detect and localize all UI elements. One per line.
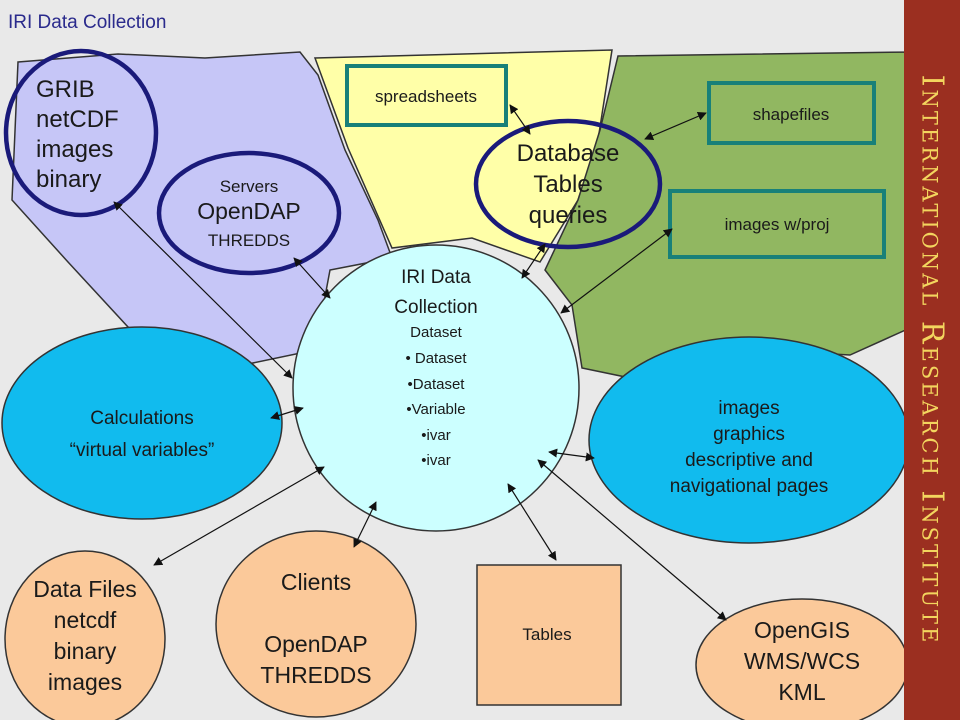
arrow-database-center [521, 243, 546, 279]
data-files-label-line: Data Files [33, 576, 137, 602]
clients-label-line: THREDDS [260, 662, 371, 688]
arrow-datafiles-center [153, 466, 325, 566]
center-label-line: Dataset [410, 324, 463, 341]
arrow-tables-center [507, 483, 557, 561]
shapefiles-label: shapefiles [753, 105, 830, 124]
arrow-opengis-center [537, 459, 727, 621]
clients-ellipse[interactable] [215, 530, 417, 718]
data-files-label: Data Files netcdf binary images [33, 576, 137, 695]
center-label-line: IRI Data [401, 267, 471, 288]
servers-label-line: Servers [220, 177, 279, 196]
institute-name: International Research Institute [914, 74, 950, 646]
arrow-outputs-center [548, 448, 595, 462]
calculations-label-line: Calculations [90, 408, 194, 429]
formats-label-line: images [36, 136, 113, 163]
institute-sidebar: International Research Institute [904, 0, 960, 720]
opengis-ellipse[interactable] [695, 598, 904, 720]
arrow-servers-center [293, 257, 331, 299]
data-files-ellipse[interactable] [4, 550, 166, 720]
database-label-line: Database [517, 140, 620, 167]
formats-outline[interactable] [3, 48, 159, 218]
opengis-label-line: KML [778, 679, 826, 705]
arrow-shapefiles-database [644, 112, 707, 140]
arrow-spreadsheets-database [509, 104, 531, 135]
outputs-label: images graphics descriptive and navigationa… [670, 398, 828, 497]
formats-label: GRIB netCDF images binary [36, 76, 119, 193]
formats-label-line: GRIB [36, 76, 95, 103]
outputs-label-line: navigational pages [670, 476, 828, 497]
arrow-imagesproj-center [560, 228, 673, 314]
clients-label-line: OpenDAP [264, 631, 368, 657]
arrow-formats-center [113, 201, 293, 379]
shapefiles-box[interactable] [707, 81, 876, 145]
images-proj-label: images w/proj [725, 215, 830, 234]
database-label-line: queries [529, 202, 608, 229]
opengis-label: OpenGIS WMS/WCS KML [744, 617, 860, 705]
connector-group [113, 104, 727, 621]
servers-label-line: OpenDAP [197, 198, 301, 224]
arrow-calculations-center [270, 406, 304, 420]
center-label-line: •Dataset [408, 376, 466, 393]
data-files-label-line: netcdf [54, 607, 117, 633]
center-label-line: •Variable [406, 401, 465, 418]
data-files-label-line: binary [54, 638, 117, 664]
outputs-label-line: images [718, 398, 779, 419]
iri-data-collection-circle[interactable] [292, 244, 580, 532]
database-label-line: Tables [533, 171, 602, 198]
spreadsheets-box[interactable] [345, 64, 508, 127]
center-label-line: Collection [394, 297, 477, 318]
page-title: IRI Data Collection [8, 12, 167, 33]
center-label-line: •ivar [421, 452, 450, 469]
outputs-label-line: descriptive and [685, 450, 813, 471]
spreadsheets-label: spreadsheets [375, 87, 477, 106]
tables-label: Tables [522, 625, 571, 644]
center-label-line: • Dataset [405, 350, 467, 367]
opengis-label-line: OpenGIS [754, 617, 850, 643]
servers-label-line: THREDDS [208, 231, 290, 250]
data-files-label-line: images [48, 669, 122, 695]
calculations-label: Calculations “virtual variables” [70, 408, 215, 461]
formats-label-line: binary [36, 166, 101, 193]
arrow-clients-center [353, 501, 377, 548]
center-label-line: •ivar [421, 427, 450, 444]
clients-label-line: Clients [281, 569, 351, 595]
opengis-label-line: WMS/WCS [744, 648, 860, 674]
outputs-label-line: graphics [713, 424, 785, 445]
images-proj-box[interactable] [668, 189, 886, 259]
calculations-label-line: “virtual variables” [70, 440, 215, 461]
formats-label-line: netCDF [36, 106, 119, 133]
